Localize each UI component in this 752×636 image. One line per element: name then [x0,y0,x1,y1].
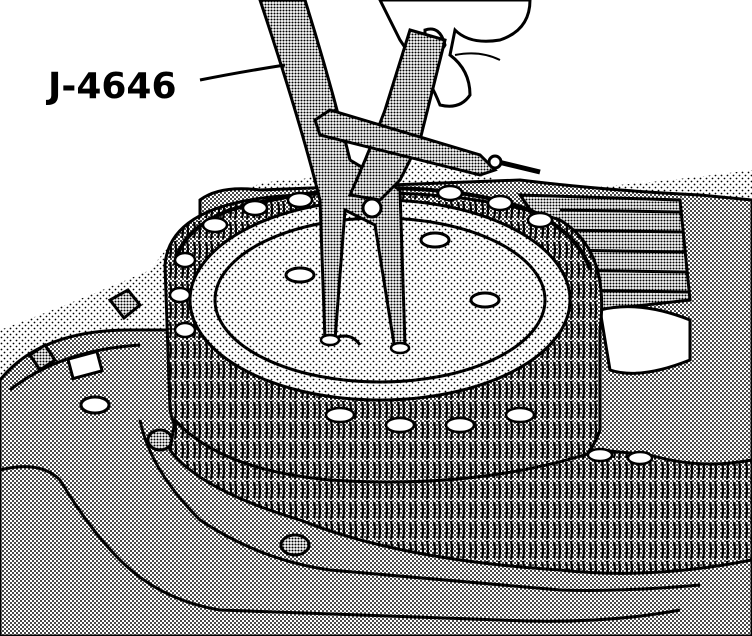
white-background-area [0,0,752,330]
tool-callout-label: J-4646 [45,66,177,107]
callout-leader-line [199,63,286,82]
snap-ring-pliers [258,0,541,355]
